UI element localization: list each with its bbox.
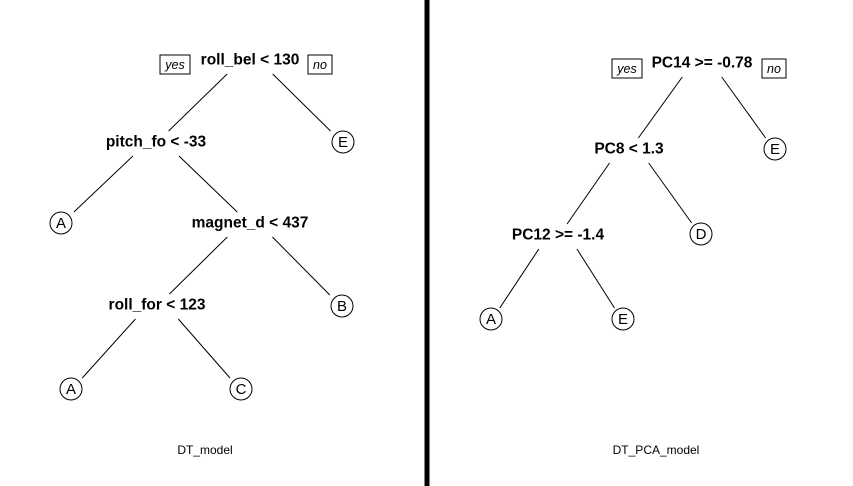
tree-edge — [177, 318, 231, 379]
leaf-class-label: C — [236, 381, 247, 398]
tree-edge — [721, 76, 767, 139]
split-node-label: magnet_d < 437 — [192, 215, 309, 232]
no-branch-box — [307, 54, 333, 75]
leaf-class-label: A — [486, 311, 496, 328]
leaf-node-circle — [229, 377, 253, 401]
leaf-class-label: A — [56, 215, 66, 232]
tree-edge — [169, 236, 228, 295]
model-caption: DT_PCA_model — [613, 443, 700, 457]
split-node-label: roll_for < 123 — [109, 297, 206, 314]
yes-branch-box — [159, 54, 191, 75]
leaf-class-label: B — [337, 298, 347, 315]
tree-edge — [637, 76, 683, 139]
no-branch-label: no — [767, 62, 781, 76]
tree-edge — [272, 236, 331, 296]
leaf-node-circle — [49, 211, 73, 235]
tree-edge — [272, 73, 331, 132]
leaf-node-circle — [763, 137, 787, 161]
leaf-node-circle — [330, 294, 354, 318]
tree-edge — [648, 162, 693, 224]
leaf-class-label: E — [338, 134, 348, 151]
split-node-label: PC8 < 1.3 — [594, 141, 664, 158]
leaf-class-label: A — [66, 381, 76, 398]
split-node-label: pitch_fo < -33 — [106, 134, 207, 151]
tree-edge — [81, 318, 136, 379]
tree-edge — [178, 155, 238, 213]
split-node-label: PC14 >= -0.78 — [652, 55, 753, 72]
leaf-class-label: D — [696, 226, 707, 243]
leaf-node-circle — [479, 307, 503, 331]
leaf-node-circle — [689, 222, 713, 246]
tree-edge — [499, 248, 540, 309]
dt-model-tree: roll_bel < 130 pitch_fo < -33 magnet_d < 4… — [49, 52, 355, 457]
leaf-class-label: E — [618, 311, 628, 328]
leaf-node-circle — [331, 130, 355, 154]
tree-edge — [576, 248, 615, 309]
model-caption: DT_model — [177, 443, 232, 457]
yes-branch-label: yes — [616, 62, 636, 76]
leaf-node-circle — [59, 377, 83, 401]
tree-edge — [168, 73, 228, 132]
leaf-class-label: E — [770, 141, 780, 158]
tree-edge — [73, 155, 134, 213]
split-node-label: roll_bel < 130 — [201, 52, 300, 69]
yes-branch-box — [611, 58, 643, 79]
leaf-node-circle — [611, 307, 635, 331]
no-branch-box — [761, 58, 787, 79]
split-node-label: PC12 >= -1.4 — [512, 227, 605, 244]
tree-edge — [566, 162, 610, 225]
yes-branch-label: yes — [164, 58, 184, 72]
no-branch-label: no — [313, 58, 327, 72]
